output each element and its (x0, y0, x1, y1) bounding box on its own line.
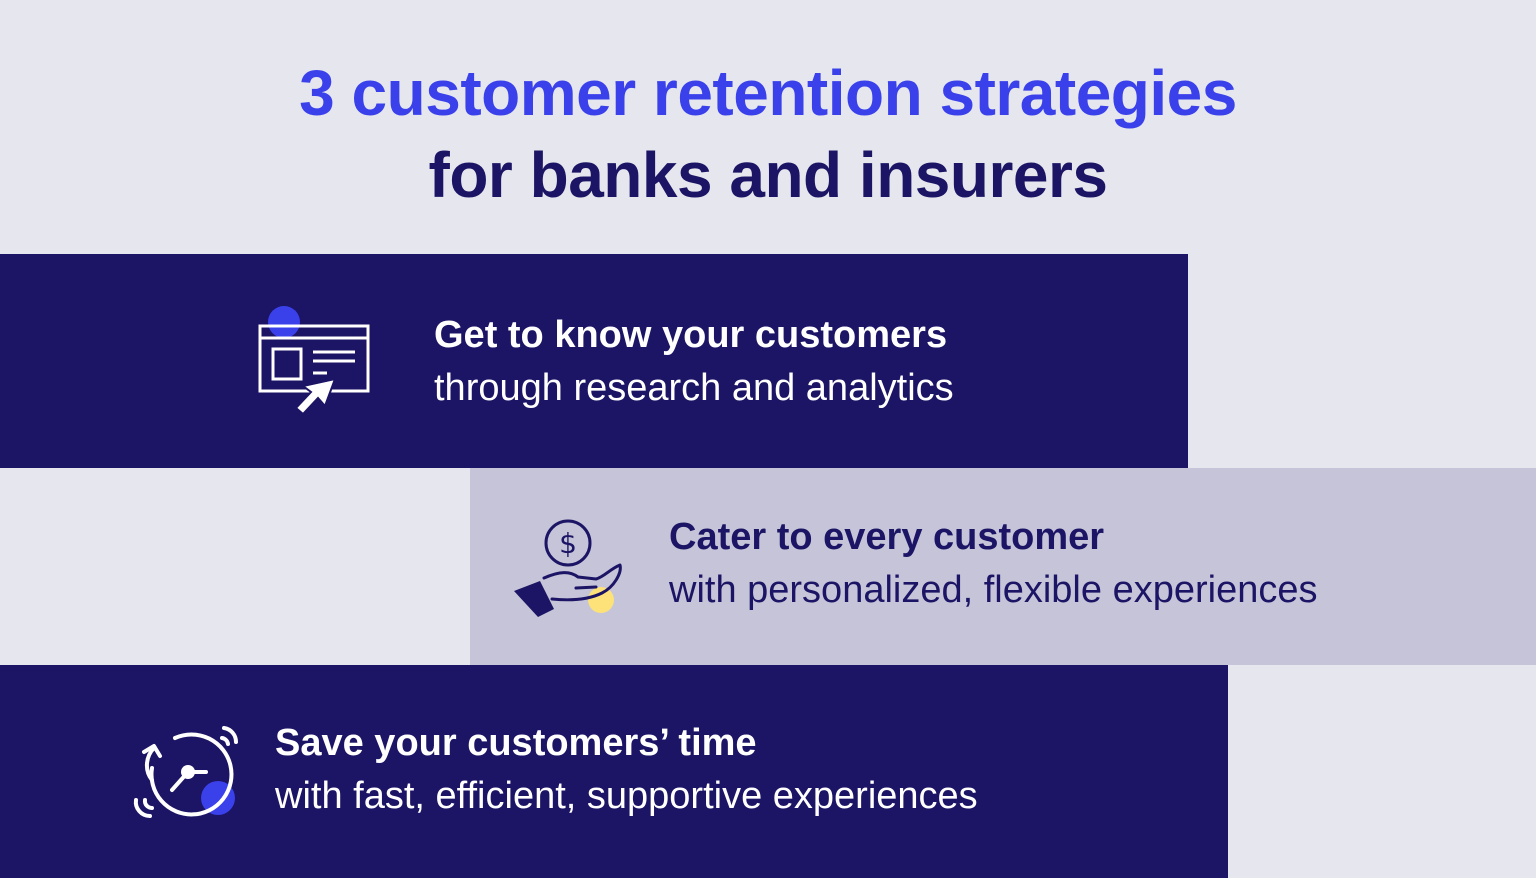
strategy-card-personalized: $ Cater to every customer with personali… (470, 468, 1536, 665)
strategy-text-personalized: Cater to every customer with personalize… (669, 513, 1317, 619)
infographic-title: 3 customer retention strategies for bank… (0, 52, 1536, 216)
strategy-text-research: Get to know your customers through resea… (434, 311, 954, 417)
hand-holding-dollar-coin-icon: $ (514, 519, 622, 617)
strategy-subline: with personalized, flexible experiences (669, 569, 1318, 611)
title-line-1: 3 customer retention strategies (299, 57, 1237, 129)
strategy-headline: Get to know your customers (434, 314, 948, 356)
strategy-subline: through research and analytics (434, 367, 954, 409)
browser-window-cursor-icon (258, 306, 370, 416)
strategy-headline: Cater to every customer (669, 516, 1105, 558)
clock-rotate-icon (133, 726, 239, 819)
strategy-subline: with fast, efficient, supportive experie… (275, 775, 978, 817)
title-line-2: for banks and insurers (428, 139, 1108, 211)
strategy-headline: Save your customers’ time (275, 722, 757, 764)
svg-text:$: $ (559, 527, 577, 560)
strategy-card-save-time: Save your customers’ time with fast, eff… (0, 665, 1228, 878)
strategy-card-research: Get to know your customers through resea… (0, 254, 1188, 468)
strategy-text-save-time: Save your customers’ time with fast, eff… (275, 719, 978, 825)
